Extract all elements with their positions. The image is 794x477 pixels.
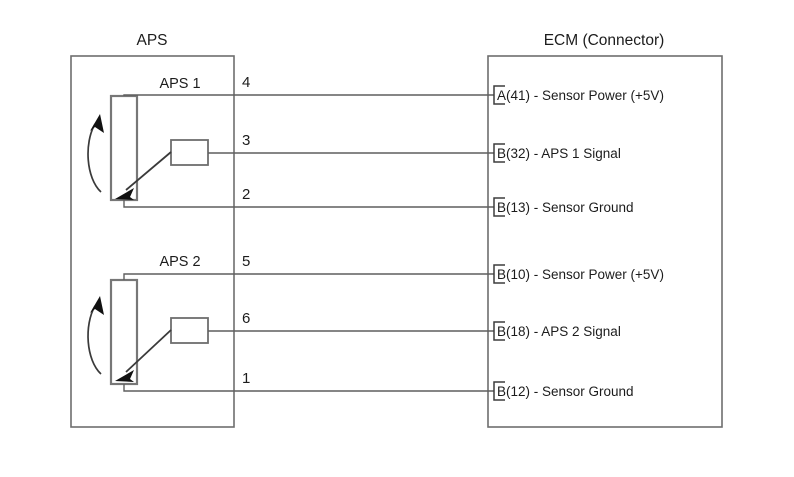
ecm-terminal-label-b12: B(12) - Sensor Ground (497, 384, 634, 399)
aps2-potentiometer-bar (109, 278, 139, 386)
ecm-enclosure-box (487, 55, 723, 428)
ecm-terminal-bracket-b13 (493, 197, 505, 217)
pin-number-4: 4 (242, 74, 250, 91)
ecm-terminal-label-a41: A(41) - Sensor Power (+5V) (497, 88, 664, 103)
aps1-ground-lead (123, 200, 234, 208)
ecm-terminal-bracket-a41 (493, 85, 505, 105)
aps1-wiper-line (125, 151, 172, 191)
ecm-terminal-label-b10: B(10) - Sensor Power (+5V) (497, 267, 664, 282)
aps2-wiper-arrowhead (115, 370, 134, 382)
pin-number-5: 5 (242, 253, 250, 270)
ecm-block-title: ECM (Connector) (544, 32, 665, 49)
aps2-label: APS 2 (159, 254, 200, 270)
aps1-rotation-arc (87, 123, 102, 193)
pin-number-2: 2 (242, 186, 250, 203)
pin-number-1: 1 (242, 370, 250, 387)
ecm-terminal-bracket-b10 (493, 264, 505, 284)
aps2-signal-resistor (170, 317, 209, 344)
aps2-ground-lead (123, 384, 234, 392)
aps2-rotation-arc (87, 305, 102, 375)
aps1-potentiometer-bar (109, 94, 139, 202)
aps-block-title: APS (136, 32, 167, 49)
aps2-rotation-arrowhead (90, 296, 104, 315)
ecm-terminal-label-b18: B(18) - APS 2 Signal (497, 324, 621, 339)
ecm-terminal-bracket-b32 (493, 143, 505, 163)
aps1-power-lead (123, 94, 234, 96)
ecm-terminal-label-b32: B(32) - APS 1 Signal (497, 146, 621, 161)
ecm-terminal-bracket-b18 (493, 321, 505, 341)
aps1-signal-resistor (170, 139, 209, 166)
aps1-wiper-arrowhead (115, 188, 134, 200)
aps-enclosure-box (70, 55, 235, 428)
aps1-rotation-arrowhead (90, 114, 104, 133)
ecm-terminal-bracket-b12 (493, 381, 505, 401)
ecm-terminal-label-b13: B(13) - Sensor Ground (497, 200, 634, 215)
aps2-power-lead (123, 273, 234, 280)
aps2-wiper-line (125, 329, 172, 373)
pin-number-6: 6 (242, 310, 250, 327)
pin-number-3: 3 (242, 132, 250, 149)
aps1-label: APS 1 (159, 76, 200, 92)
